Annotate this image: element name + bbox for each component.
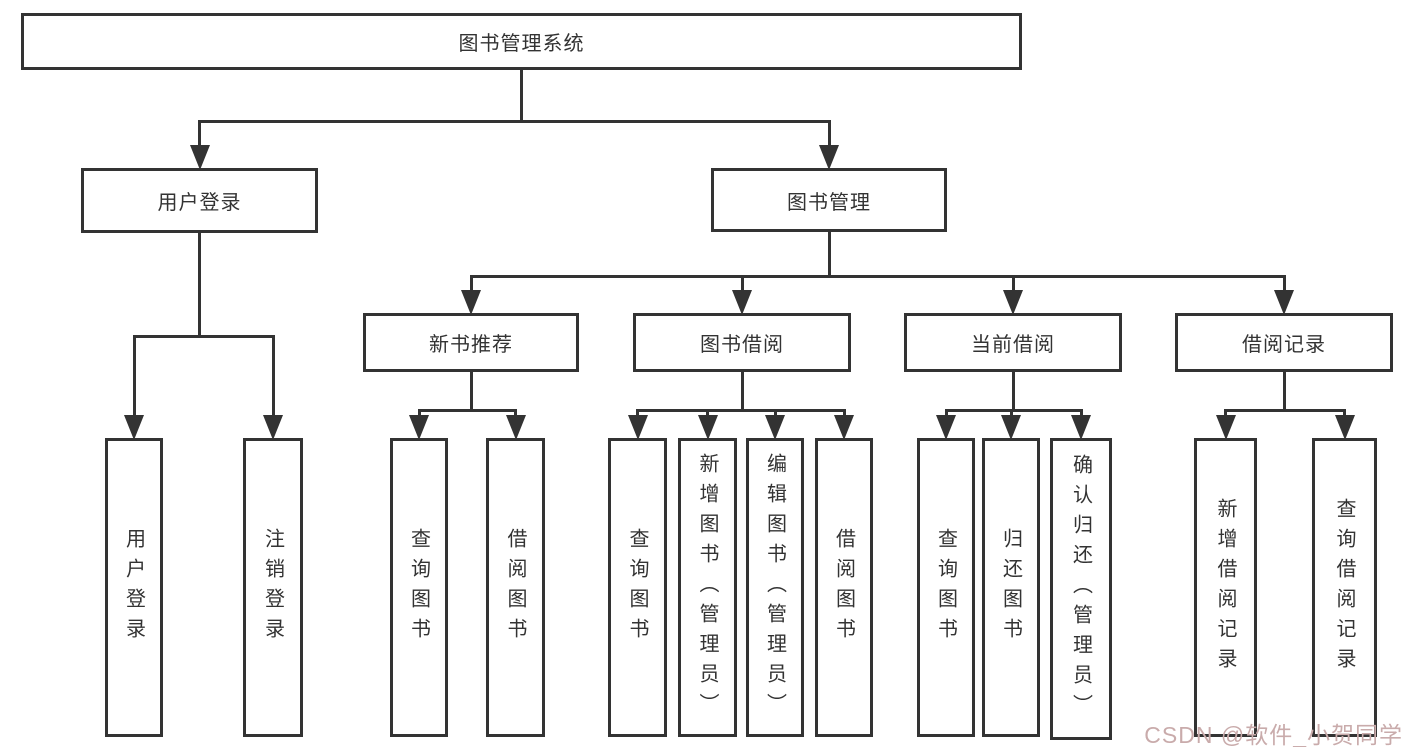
arrowhead-down-icon [697,415,718,440]
node-confirm-return: 确认归还（管理员） [1050,438,1112,740]
node-label: 编辑图书（管理员） [763,452,786,723]
node-label: 新书推荐 [429,334,513,356]
connector-line [1079,409,1083,415]
node-label: 查询图书 [934,527,957,648]
node-new-book-recommend: 新书推荐 [363,313,579,372]
node-query-books-1: 查询图书 [390,438,448,737]
node-label: 新增图书（管理员） [696,452,718,723]
node-label: 借阅图书 [832,527,855,648]
connector-line [417,409,421,415]
connector-line [1224,409,1346,412]
connector-line [469,275,473,290]
arrowhead-down-icon [505,415,526,440]
node-label: 注销登录 [261,527,284,648]
connector-line [740,275,744,290]
connector-line [514,409,517,415]
arrowhead-down-icon [1071,415,1091,440]
arrowhead-down-icon [409,415,429,440]
arrowhead-down-icon [819,145,839,170]
arrowhead-down-icon [263,415,283,440]
connector-line [520,70,523,123]
node-query-books-3: 查询图书 [917,438,975,737]
node-user-login: 用户登录 [81,168,318,233]
node-return-books: 归还图书 [982,438,1040,737]
connector-line [827,232,831,278]
node-borrowing-records: 借阅记录 [1175,313,1393,372]
node-label: 查询图书 [407,527,430,648]
connector-line [1011,275,1015,290]
arrowhead-down-icon [189,145,210,170]
connector-line [636,409,846,412]
connector-line [271,335,275,415]
connector-line [842,409,846,415]
node-label: 新增借阅记录 [1214,497,1236,678]
connector-line [944,409,948,415]
arrowhead-down-icon [834,415,854,440]
connector-line [198,120,831,123]
node-label: 归还图书 [999,527,1022,648]
connector-line [706,409,709,415]
node-label: 当前借阅 [971,334,1055,356]
connector-line [132,335,275,338]
connector-line [469,275,1286,278]
arrowhead-down-icon [1274,290,1294,315]
connector-line [469,372,473,412]
arrowhead-down-icon [1003,290,1023,315]
node-label: 查询图书 [626,527,648,648]
node-label: 用户登录 [122,527,145,648]
connector-line [827,120,831,145]
node-edit-books: 编辑图书（管理员） [746,438,804,737]
node-logout-leaf: 注销登录 [243,438,303,737]
connector-line [1011,372,1015,412]
node-label: 借阅记录 [1242,334,1326,356]
node-label: 查询借阅记录 [1333,497,1355,678]
connector-line [417,409,517,412]
node-root: 图书管理系统 [21,13,1022,70]
node-current-borrowing: 当前借阅 [904,313,1122,372]
node-label: 确认归还（管理员） [1069,454,1092,724]
watermark: CSDN @软件_小贺同学 [1144,722,1403,747]
node-label: 借阅图书 [504,527,526,648]
node-label: 图书管理 [787,191,871,214]
arrowhead-down-icon [765,415,785,440]
connector-line [198,120,201,145]
node-borrow-books-2: 借阅图书 [815,438,873,737]
connector-line [1009,409,1013,415]
arrowhead-down-icon [461,290,481,315]
connector-line [636,409,639,415]
connector-line [1282,372,1286,412]
node-label: 图书管理系统 [458,33,585,55]
node-book-management: 图书管理 [711,168,947,232]
arrowhead-down-icon [936,415,956,440]
connector-line [1282,275,1286,290]
node-label: 图书借阅 [700,334,784,356]
arrowhead-down-icon [732,290,752,315]
connector-line [1343,409,1346,415]
arrowhead-down-icon [1334,415,1355,440]
node-book-borrowing: 图书借阅 [633,313,851,372]
node-add-borrow-record: 新增借阅记录 [1194,438,1257,737]
node-label: 用户登录 [157,192,242,214]
connector-line [1224,409,1227,415]
arrowhead-down-icon [1001,415,1021,440]
arrowhead-down-icon [627,415,648,440]
connector-line [198,233,201,338]
connector-line [740,372,744,412]
node-add-books: 新增图书（管理员） [678,438,737,737]
arrowhead-down-icon [124,415,144,440]
connector-line [132,335,136,415]
arrowhead-down-icon [1215,415,1236,440]
node-user-login-leaf: 用户登录 [105,438,163,737]
node-borrow-books-1: 借阅图书 [486,438,545,737]
node-query-books-2: 查询图书 [608,438,667,737]
node-query-borrow-record: 查询借阅记录 [1312,438,1377,737]
connector-line [773,409,777,415]
connector-line [944,409,1083,412]
